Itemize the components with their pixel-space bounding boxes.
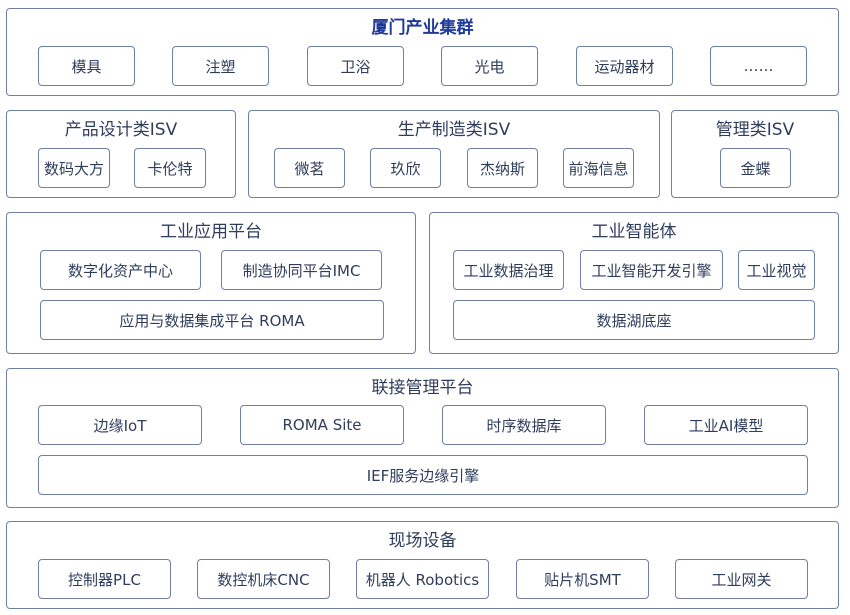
imc-platform-box: 制造协同平台IMC (221, 250, 382, 290)
edge-iot-box: 边缘IoT (38, 405, 202, 445)
isv-manufacturing-item-2: 杰纳斯 (467, 148, 538, 188)
isv-manufacturing-item-0: 微茗 (274, 148, 345, 188)
cluster-item-more: …… (710, 46, 807, 86)
industrial-app-platform-panel: 工业应用平台 数字化资产中心 制造协同平台IMC 应用与数据集成平台 ROMA (6, 212, 416, 354)
isv-management-title: 管理类ISV (715, 120, 795, 140)
cluster-item-optoelectronics: 光电 (441, 46, 538, 86)
isv-manufacturing-title: 生产制造类ISV (397, 120, 511, 140)
data-lake-box: 数据湖底座 (453, 300, 815, 340)
isv-manufacturing-item-1: 玖欣 (370, 148, 441, 188)
isv-design-item-1: 卡伦特 (134, 148, 206, 188)
data-governance-box: 工业数据治理 (453, 250, 564, 290)
robotics-box: 机器人 Robotics (356, 559, 489, 599)
smt-box: 贴片机SMT (516, 559, 649, 599)
plc-box: 控制器PLC (38, 559, 171, 599)
industrial-agent-panel: 工业智能体 工业数据治理 工业智能开发引擎 工业视觉 数据湖底座 (429, 212, 839, 354)
isv-design-title: 产品设计类ISV (64, 120, 178, 140)
industrial-ai-model-box: 工业AI模型 (644, 405, 808, 445)
industrial-gateway-box: 工业网关 (675, 559, 808, 599)
industrial-vision-box: 工业视觉 (738, 250, 815, 290)
roma-site-box: ROMA Site (240, 405, 404, 445)
isv-design-panel: 产品设计类ISV 数码大方 卡伦特 (6, 110, 236, 198)
cluster-title: 厦门产业集群 (371, 18, 474, 38)
connection-platform-panel: 联接管理平台 边缘IoT ROMA Site 时序数据库 工业AI模型 IEF服… (6, 368, 839, 508)
cluster-item-sanitary: 卫浴 (307, 46, 404, 86)
field-devices-title: 现场设备 (388, 531, 457, 551)
connection-platform-title: 联接管理平台 (371, 378, 474, 398)
cnc-box: 数控机床CNC (197, 559, 330, 599)
isv-management-item-0: 金蝶 (720, 148, 791, 188)
ai-dev-engine-box: 工业智能开发引擎 (580, 250, 723, 290)
isv-design-item-0: 数码大方 (38, 148, 110, 188)
roma-integration-box: 应用与数据集成平台 ROMA (40, 300, 384, 340)
digital-asset-center-box: 数字化资产中心 (40, 250, 201, 290)
isv-manufacturing-item-3: 前海信息 (563, 148, 634, 188)
isv-manufacturing-panel: 生产制造类ISV 微茗 玖欣 杰纳斯 前海信息 (248, 110, 660, 198)
cluster-panel: 厦门产业集群 模具 注塑 卫浴 光电 运动器材 …… (6, 8, 839, 96)
industrial-agent-title: 工业智能体 (591, 222, 677, 242)
timeseries-db-box: 时序数据库 (442, 405, 606, 445)
field-devices-panel: 现场设备 控制器PLC 数控机床CNC 机器人 Robotics 贴片机SMT … (6, 521, 839, 609)
cluster-item-injection: 注塑 (172, 46, 269, 86)
isv-management-panel: 管理类ISV 金蝶 (671, 110, 839, 198)
industrial-app-platform-title: 工业应用平台 (160, 222, 262, 242)
cluster-item-mold: 模具 (38, 46, 135, 86)
ief-edge-engine-box: IEF服务边缘引擎 (38, 455, 808, 495)
cluster-item-sports-equipment: 运动器材 (576, 46, 673, 86)
